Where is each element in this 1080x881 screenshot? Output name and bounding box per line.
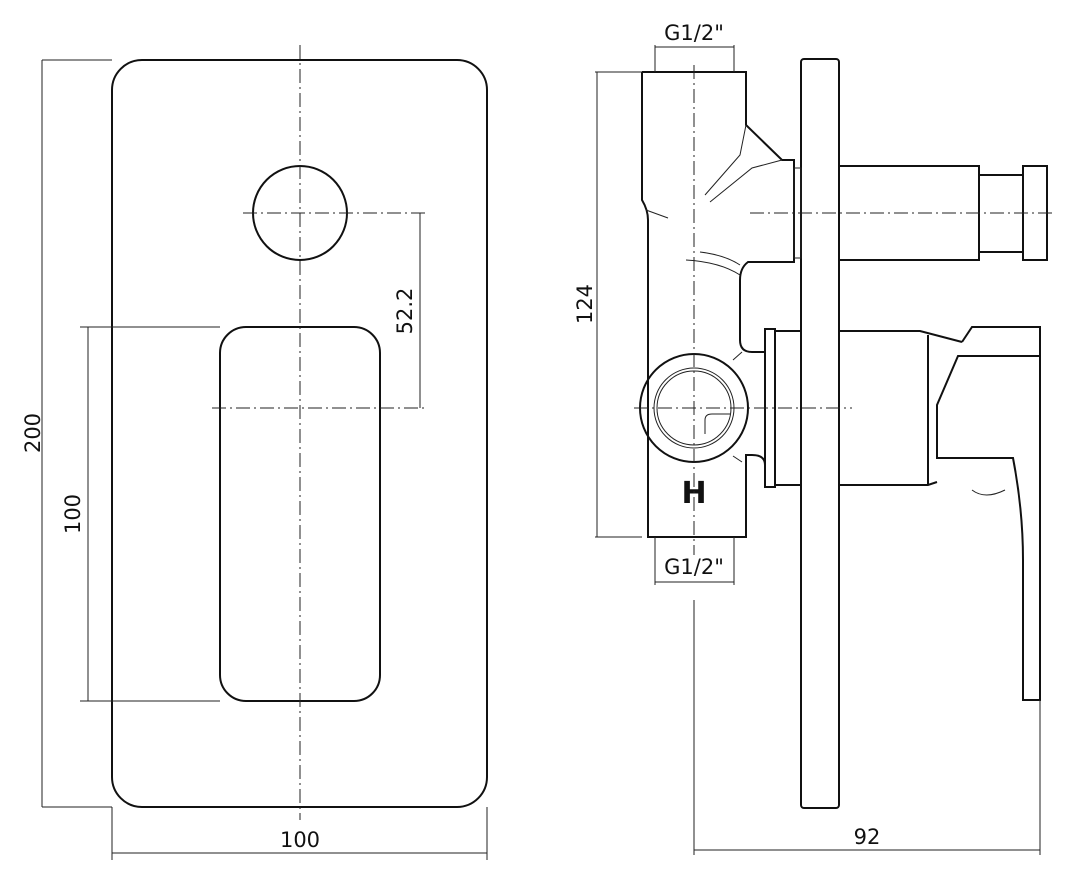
opening-dimension: 100 [61,494,85,534]
lever-handle [936,326,1041,701]
height-dimension: 200 [21,413,45,453]
top-thread-label: G1/2" [664,21,724,45]
cartridge-housing [839,330,963,486]
depth-dimension: 92 [854,825,881,849]
width-dimension: 100 [280,828,320,852]
side-view: H G1/2" G1/2" 124 92 [573,21,1055,855]
cover-plate-profile [800,58,840,809]
bottom-thread-label: G1/2" [664,555,724,579]
valve-body [642,71,795,353]
body-height-dimension: 124 [573,284,597,324]
front-view: 200 100 52.2 100 [21,45,488,860]
offset-dimension: 52.2 [393,288,417,335]
